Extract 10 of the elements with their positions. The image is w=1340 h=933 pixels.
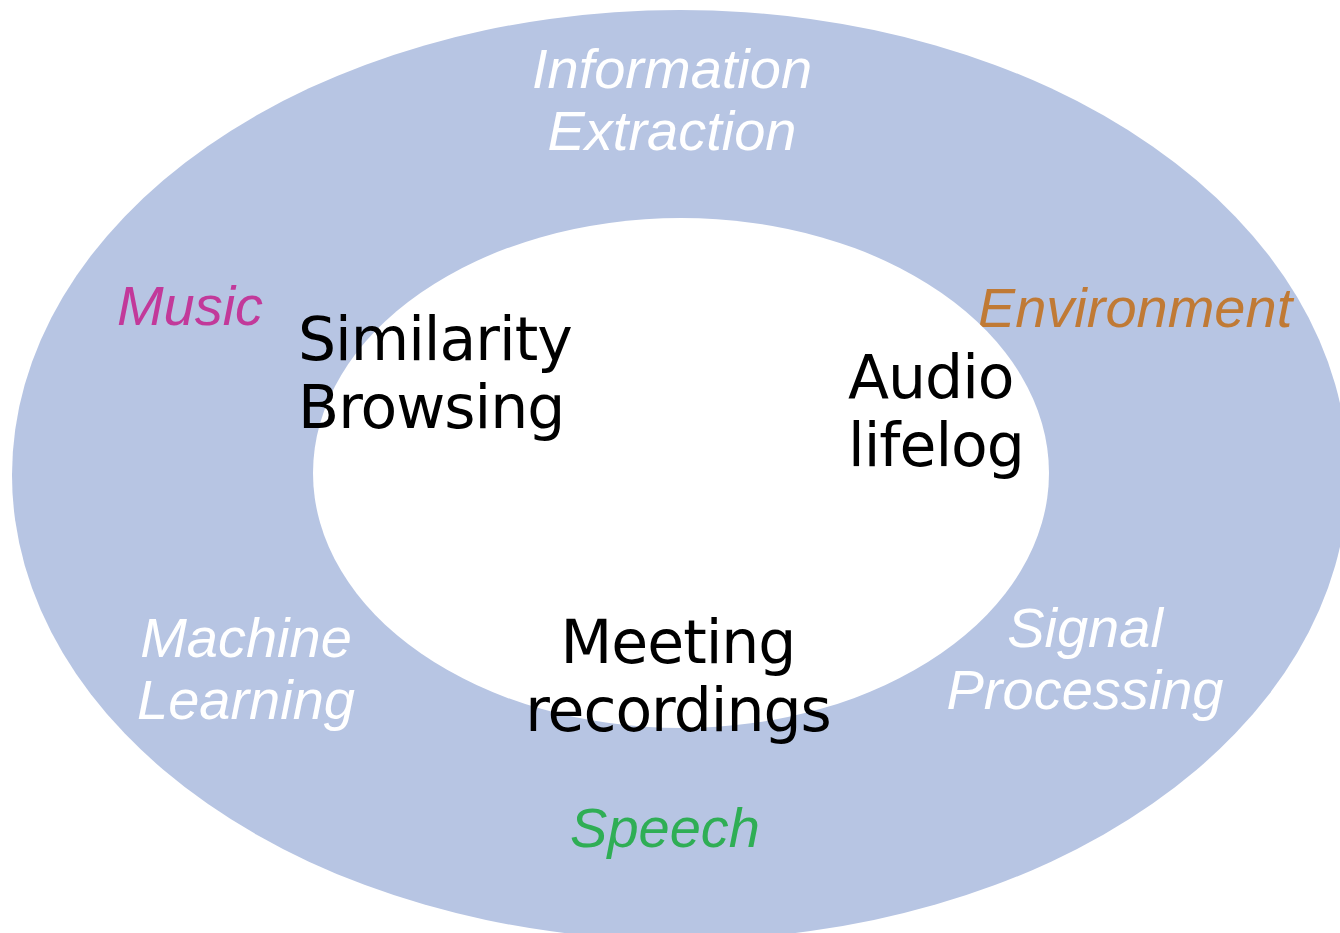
application-label: Meeting recordings: [524, 608, 832, 744]
application-label: Audio lifelog: [848, 343, 1025, 479]
topic-label: Music: [115, 275, 265, 337]
outer-ring: [12, 10, 1340, 933]
application-label: Similarity Browsing: [298, 305, 573, 441]
topic-label: Machine Learning: [136, 607, 356, 731]
topic-label: Environment: [976, 277, 1295, 339]
topic-label: Speech: [569, 797, 761, 859]
topic-label: Information Extraction: [530, 38, 814, 162]
topic-label: Signal Processing: [945, 597, 1225, 721]
